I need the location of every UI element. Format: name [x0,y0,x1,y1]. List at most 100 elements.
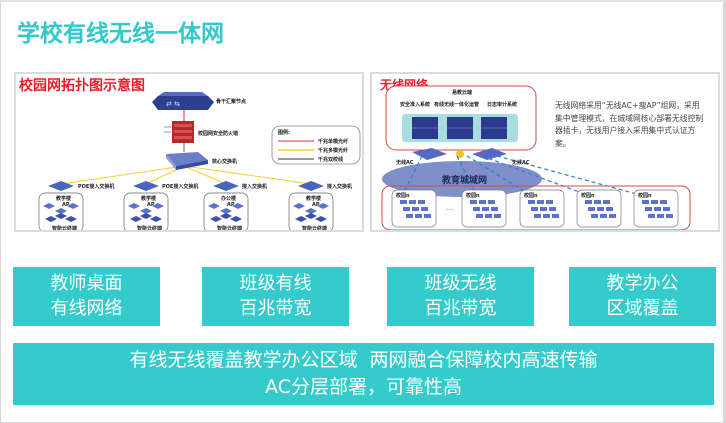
ap-label: AP [62,202,70,208]
page-title: 学校有线无线一体网 [17,21,224,47]
ap-icon [220,208,232,214]
campus-box: 校园n [519,189,565,228]
device-icon [648,214,655,218]
summary-line: 有线无线覆盖教学办公区域 两网融合保障校内高速传输 [129,349,598,371]
building-name: 教学楼 [141,196,157,202]
terminal-label: 智能云终端 [52,226,78,232]
campus-label: 校园n [581,192,595,199]
building-name: 办公楼 [221,196,237,202]
ap-icon [293,203,305,209]
device-icon [409,200,416,204]
device-icon [470,200,477,204]
access-switch-icon [213,181,239,191]
ap-label: AP [147,202,155,208]
wireless-description: 无线网络采用“无线AC+瘦AP”组网，采用集中管理模式，在城域网核心部署无线控制… [555,101,704,148]
terminal-icon [305,213,317,219]
device-icon [588,207,595,211]
wireless-ac-icon [472,148,507,160]
access-switch-label: POE接入交换机 [162,184,199,190]
device-icon [473,207,480,211]
terminal-icon [295,216,307,222]
device-icon [479,200,486,204]
ap-icon [55,208,67,214]
summary-line: AC分层部署，可靠性高 [265,376,462,398]
legend-title: 图例: [278,130,290,136]
ap-icon [305,208,317,214]
terminal-icon [210,216,222,222]
diagram-title: 校园网拓扑图示意图 [19,78,145,94]
terminal-label: 智能云终端 [302,226,328,232]
device-icon [546,200,553,204]
legend-label: 千兆双绞线 [318,157,344,163]
device-icon [609,214,616,218]
wireless-ac-icon [412,148,447,160]
building-name: 教学楼 [56,196,72,202]
campus-box: 校园n [461,189,507,228]
campus-label: 校园n [638,192,652,199]
system-label: 安全准入系统 [400,102,431,108]
device-icon [666,214,673,218]
device-icon [603,200,610,204]
device-icon [534,214,541,218]
campus-box: 校园n [576,189,622,228]
access-switch-icon [133,181,159,191]
wireless-graphics: 校园n 校园n 校园n 校园n 校园n [381,85,691,230]
feature-line: 教师桌面 [50,273,123,294]
device-icon [421,207,428,211]
building-box [288,192,334,230]
access-switch-label: 接入交换机 [327,184,353,190]
access-switch-label: 接入交换机 [242,184,268,190]
feature-line: 教学办公 [606,273,679,294]
metro-network-cloud [382,161,542,197]
ap-icon [140,208,152,214]
device-icon [415,214,422,218]
feature-box: 班级有线 百兆带宽 [202,267,349,326]
terminal-label: 智能云终端 [217,226,243,232]
campus-topology-diagram: 校园网拓扑图示意图 ⇄ ⇆ [14,72,364,232]
ap-icon [43,203,55,209]
device-icon [663,207,670,211]
ap-icon [67,203,79,209]
firewall-label: 校园网安全防火墙 [198,131,239,137]
device-icon [552,214,559,218]
junction-icon [456,150,464,158]
topology-graphics: ⇄ ⇆ [38,92,361,230]
device-icon [491,207,498,211]
device-icon [543,214,550,218]
ap-icon [232,203,244,209]
terminal-icon [140,213,152,219]
device-icon [600,214,607,218]
terminal-icon [315,216,327,222]
campus-label: 校园n [396,192,410,199]
feature-line: 百兆带宽 [239,298,312,319]
terminal-icon [130,216,142,222]
access-switch-label: POE接入交换机 [78,184,115,190]
device-icon [591,214,598,218]
device-icon [537,200,544,204]
device-icon [597,207,604,211]
building-box [203,192,249,230]
device-icon [528,200,535,204]
device-icon [651,200,658,204]
device-icon [485,214,492,218]
device-icon [645,207,652,211]
ellipsis: … [446,204,453,212]
feature-box: 教师桌面 有线网络 [13,267,160,326]
device-icon [488,200,495,204]
legend-label: 千兆多模光纤 [318,148,349,154]
campus-container [381,185,691,230]
device-icon [403,207,410,211]
feature-box: 教学办公 区域覆盖 [569,267,716,326]
device-icon [657,214,664,218]
terminal-label: 智能云终端 [137,226,163,232]
core-switch-label: 核心交换机 [212,159,238,165]
ap-icon [208,203,220,209]
device-icon [412,207,419,211]
metro-network-label: 教育城域网 [442,176,488,186]
ap-icon [128,203,140,209]
ap-label: AP [312,202,320,208]
ap-icon [152,203,164,209]
device-icon [585,200,592,204]
terminal-icon [150,216,162,222]
